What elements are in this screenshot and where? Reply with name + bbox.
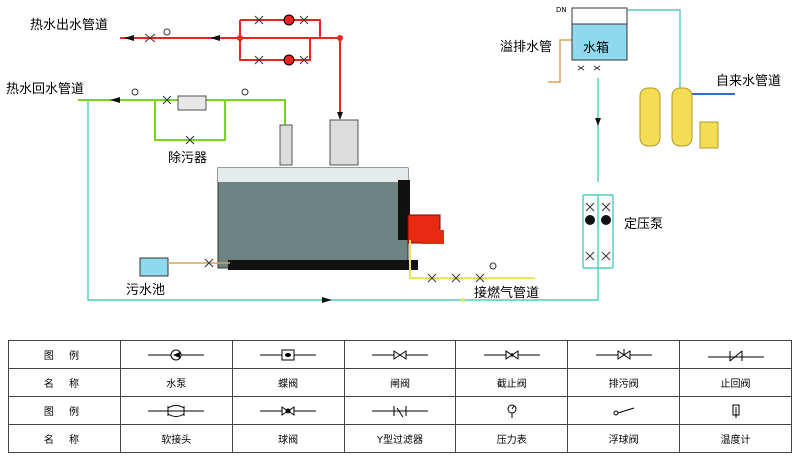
hot-water-outlet-label: 热水出水管道 xyxy=(30,18,109,33)
legend-name: 蝶阀 xyxy=(231,368,345,397)
sewage-pool xyxy=(139,257,169,277)
const-pressure-pump-icon xyxy=(585,215,595,225)
legend-name: 浮球阀 xyxy=(567,424,681,453)
legend-name-row-2: 名 称 软接头 球阀 Y型过滤器 压力表 浮球阀 温度计 xyxy=(8,424,792,453)
tap-water-label: 自来水管道 xyxy=(716,74,782,89)
legend-header-name: 名 称 xyxy=(8,368,121,397)
valve-icon xyxy=(162,95,172,105)
tank-label: 水箱 xyxy=(583,41,610,56)
legend-header-name: 名 称 xyxy=(8,424,121,453)
dn-label: DN xyxy=(556,6,567,14)
legend-stop-valve-icon xyxy=(455,340,569,369)
legend-name: 球阀 xyxy=(231,424,345,453)
legend-y-strainer-icon xyxy=(343,396,457,425)
hot-pump-icon xyxy=(283,14,295,26)
pressure-gauge-icon xyxy=(241,88,249,96)
pressure-gauge-icon xyxy=(131,88,139,96)
const-pressure-pump-icon xyxy=(601,215,611,225)
tank-air-space xyxy=(571,7,628,25)
legend-symbol-row-1: 图 例 xyxy=(8,340,792,369)
flow-arrow xyxy=(124,35,134,41)
flow-arrow xyxy=(595,118,601,126)
legend-butterfly-valve-icon xyxy=(231,340,345,369)
hot-pump-icon xyxy=(283,54,295,66)
legend-table: 图 例 名 称 水泵 蝶阀 闸阀 截止阀 排污阀 止回阀 图 例 xyxy=(8,340,792,453)
legend-thermometer-icon xyxy=(679,396,792,425)
pressure-gauge-icon xyxy=(163,28,171,36)
legend-name-row-1: 名 称 水泵 蝶阀 闸阀 截止阀 排污阀 止回阀 xyxy=(8,368,792,397)
valve-icon xyxy=(585,202,611,261)
legend-pressure-gauge-icon xyxy=(455,396,569,425)
legend-gate-valve-icon xyxy=(343,340,457,369)
gas-pipe-label: 接燃气管道 xyxy=(474,286,540,301)
valve-icon xyxy=(185,135,195,145)
flow-arrow xyxy=(210,35,220,41)
legend-name: 软接头 xyxy=(119,424,233,453)
legend-header-symbol: 图 例 xyxy=(8,396,121,425)
desilter-label: 除污器 xyxy=(168,151,208,166)
flow-arrow xyxy=(110,97,120,103)
pipe-junction xyxy=(337,35,343,41)
boiler-body xyxy=(217,167,418,270)
legend-header-symbol: 图 例 xyxy=(8,340,121,369)
legend-name: 闸阀 xyxy=(343,368,457,397)
legend-ball-valve-icon xyxy=(231,396,345,425)
boiler-system-diagram xyxy=(78,7,735,303)
pipe-junction xyxy=(460,297,466,303)
tap-water-pipe xyxy=(87,9,681,301)
legend-flexible-joint-icon xyxy=(119,396,233,425)
valve-icon xyxy=(204,258,214,268)
pipe-junction xyxy=(237,35,243,41)
legend-name: 压力表 xyxy=(455,424,569,453)
legend-check-valve-icon xyxy=(679,340,792,369)
valve-icon xyxy=(593,65,601,71)
const-pump-label: 定压泵 xyxy=(624,217,664,232)
legend-name: 水泵 xyxy=(119,368,233,397)
legend-name: 排污阀 xyxy=(567,368,681,397)
valve-icon xyxy=(144,15,309,65)
gas-pipe xyxy=(409,240,535,279)
legend-name: 截止阀 xyxy=(455,368,569,397)
flow-arrow xyxy=(337,112,343,120)
sewage-pool-label: 污水池 xyxy=(126,283,166,298)
valve-icon xyxy=(577,65,585,71)
legend-symbol-row-2: 图 例 xyxy=(8,396,792,425)
flow-arrow xyxy=(322,297,332,303)
overflow-label: 溢排水管 xyxy=(500,40,553,55)
burner xyxy=(407,214,444,244)
gas-valves xyxy=(427,262,497,283)
legend-name: 温度计 xyxy=(679,424,792,453)
desilter-unit xyxy=(177,95,207,111)
hot-water-return-label: 热水回水管道 xyxy=(6,82,85,97)
legend-drain-valve-icon xyxy=(567,340,681,369)
legend-float-valve-icon xyxy=(567,396,681,425)
boiler-fittings xyxy=(279,119,359,166)
legend-name: 止回阀 xyxy=(679,368,792,397)
legend-name: Y型过滤器 xyxy=(343,424,457,453)
overflow-pipe xyxy=(548,39,572,83)
water-softener-cylinders xyxy=(639,87,719,149)
legend-water-pump-icon xyxy=(119,340,233,369)
